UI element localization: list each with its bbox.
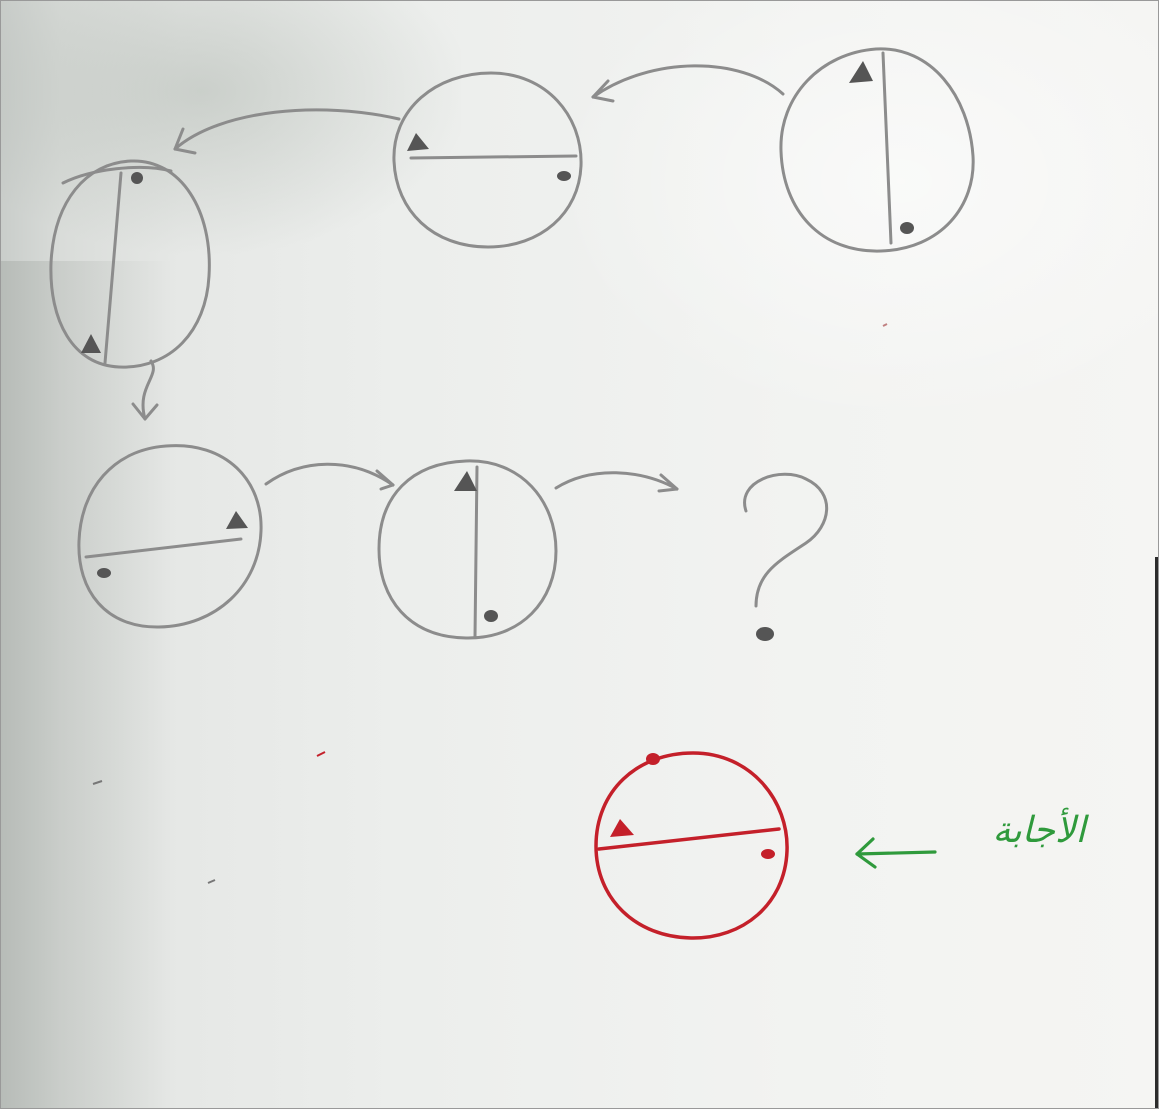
answer-circle-dot-right <box>761 849 775 859</box>
circle-3-divider <box>105 173 121 363</box>
circle-3-dot <box>131 172 143 184</box>
circle-5 <box>379 461 556 638</box>
question-mark <box>745 474 827 641</box>
circle-2-dot <box>557 171 571 181</box>
arrow-5 <box>556 473 677 491</box>
circle-5-triangle <box>454 471 477 491</box>
circle-2-triangle <box>407 133 429 151</box>
circle-4-triangle <box>226 511 248 529</box>
circle-3 <box>51 161 209 367</box>
stray-mark-red <box>317 752 325 756</box>
circle-3-triangle <box>81 334 101 353</box>
circle-5-dot <box>484 610 498 622</box>
answer-circle <box>596 753 787 938</box>
arrow-1 <box>593 66 783 101</box>
arrow-4 <box>266 464 393 489</box>
stray-mark-2 <box>208 880 215 883</box>
stray-mark-1 <box>93 781 102 784</box>
circle-4-divider <box>86 539 241 557</box>
circle-3-outline <box>51 161 209 367</box>
circle-5-divider <box>475 467 477 637</box>
answer-arrow <box>857 839 935 867</box>
photo-edge <box>1155 557 1158 1109</box>
answer-label: الأجابة <box>959 801 1119 861</box>
circle-4 <box>79 446 261 627</box>
circle-4-dot <box>97 568 111 578</box>
arrow-2 <box>175 110 399 153</box>
circle-1-outline <box>781 49 973 251</box>
answer-circle-dot-top <box>646 753 660 765</box>
circle-4-outline <box>79 446 261 627</box>
circle-1-divider <box>883 53 891 243</box>
circle-2-outline <box>394 73 581 247</box>
circle-2-divider <box>411 156 576 158</box>
circle-1-dot <box>900 222 914 234</box>
answer-circle-triangle <box>610 819 634 837</box>
circle-1-triangle <box>849 61 873 83</box>
stray-mark-3 <box>883 324 887 326</box>
circle-1 <box>781 49 973 251</box>
circle-3-top-stroke <box>63 167 171 183</box>
arrow-3 <box>133 361 157 419</box>
circle-2 <box>394 73 581 247</box>
